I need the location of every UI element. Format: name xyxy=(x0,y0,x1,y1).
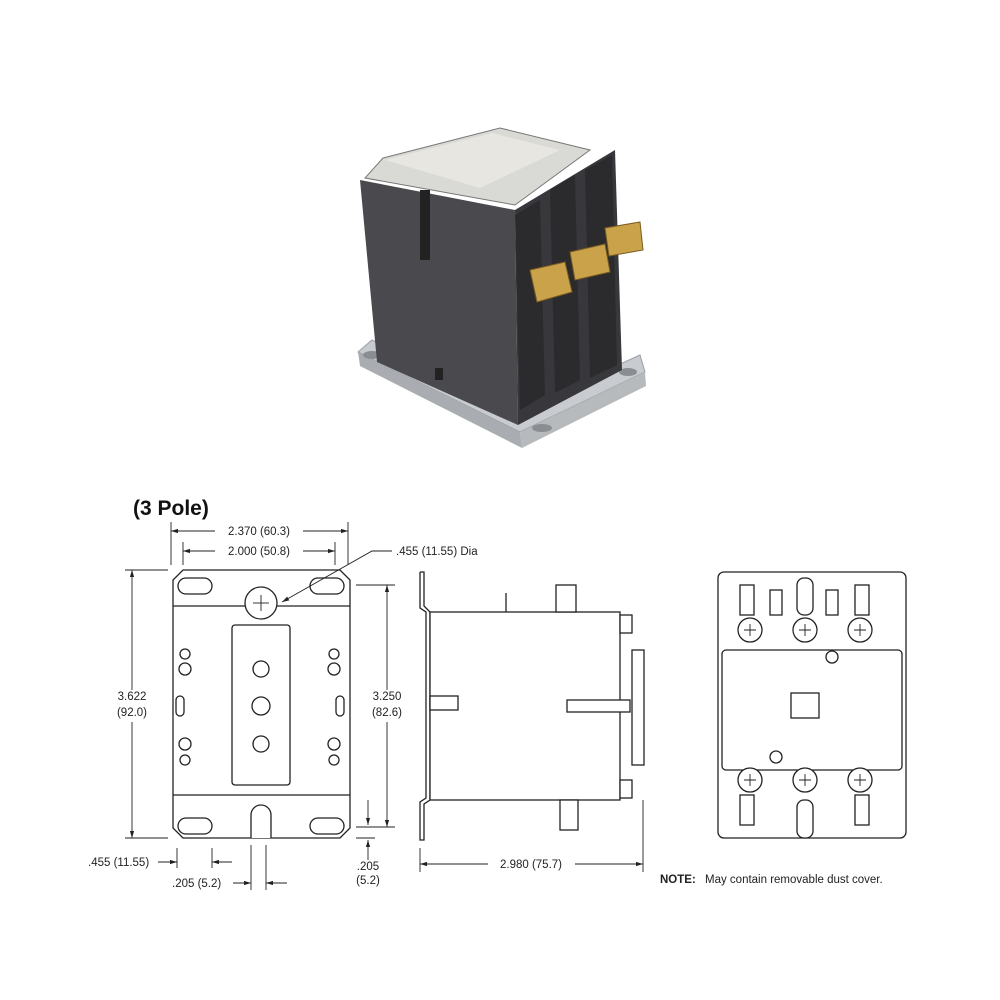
contactor-photo xyxy=(357,127,646,448)
dim-overall-height-mm: (92.0) xyxy=(117,707,147,719)
note-text: May contain removable dust cover. xyxy=(705,874,883,886)
dim-edge-mm: (5.2) xyxy=(356,875,380,887)
terminal-view xyxy=(717,571,907,839)
title-3-pole: (3 Pole) xyxy=(133,497,209,520)
dim-mount-height-mm: (82.6) xyxy=(372,707,402,719)
note-label: NOTE: xyxy=(660,874,696,886)
side-view: 2.980 (75.7) xyxy=(419,571,645,872)
dim-mount-width: 2.000 (50.8) xyxy=(228,546,290,558)
dim-overall-width: 2.370 (60.3) xyxy=(228,526,290,538)
dim-slot-left: .455 (11.55) xyxy=(88,857,149,869)
front-view: 2.370 (60.3) 2.000 (50.8) .455 (11.55) D… xyxy=(88,522,478,890)
dim-overall-height-in: 3.622 xyxy=(118,691,147,703)
dim-hole-dia: .455 (11.55) Dia xyxy=(396,546,478,558)
terminal-lugs xyxy=(529,221,644,303)
terminal-screws xyxy=(737,617,873,793)
dim-edge-in: .205 xyxy=(357,861,379,873)
dim-depth: 2.980 (75.7) xyxy=(500,859,562,871)
dim-slot-width: .205 (5.2) xyxy=(172,878,221,890)
dim-mount-height-in: 3.250 xyxy=(373,691,402,703)
